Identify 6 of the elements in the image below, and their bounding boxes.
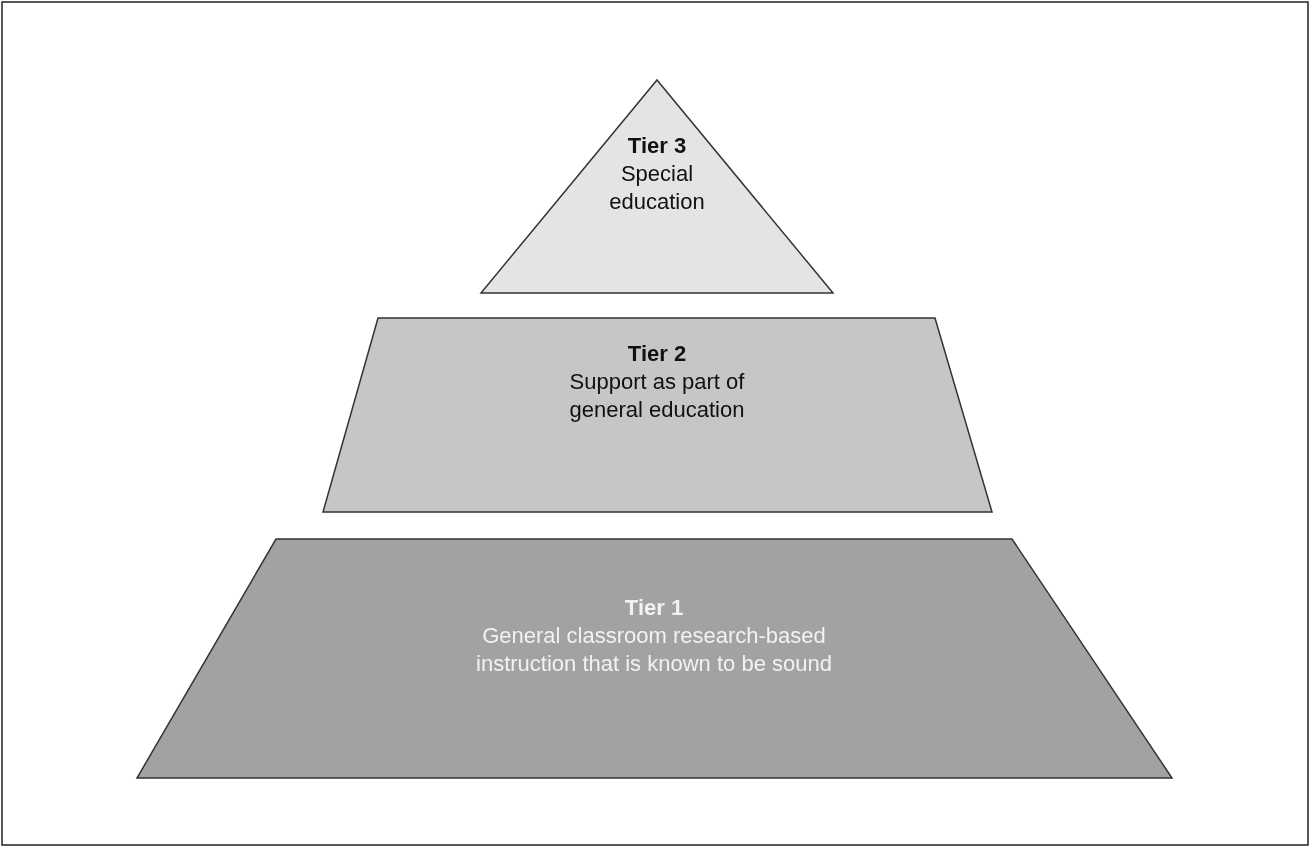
tier-heading: Tier 1 <box>623 594 685 622</box>
tier-heading: Tier 2 <box>626 340 688 368</box>
tier-description: General classroom research-based instruction that is known to be sound <box>475 622 833 678</box>
tier-heading: Tier 3 <box>626 132 688 160</box>
tier-description: Special education <box>608 160 706 216</box>
tier-description: Support as part of general education <box>568 368 746 424</box>
